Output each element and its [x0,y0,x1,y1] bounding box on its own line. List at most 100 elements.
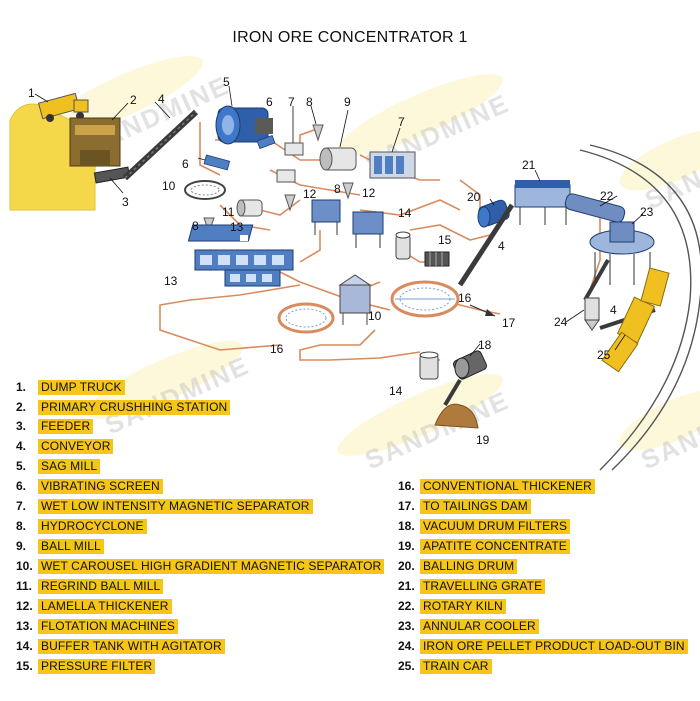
callout-label: 14 [398,206,412,220]
legend-item: 23.ANNULAR COOLER [398,618,539,634]
hydrocyclone [342,182,354,200]
conventional-thickener [277,302,335,334]
legend-number: 23. [398,619,415,633]
legend-label: WET LOW INTENSITY MAGNETIC SEPARATOR [38,498,313,514]
callout-label: 8 [334,182,341,196]
legend-item: 1. DUMP TRUCK [16,379,125,395]
carousel-separator [338,274,372,325]
callout-label: 5 [223,75,230,89]
legend-number: 19. [398,539,415,553]
callout-label: 8 [306,95,313,109]
legend-label: FLOTATION MACHINES [38,618,179,634]
flotation-machines [194,249,294,271]
regrind-ball-mill [236,199,263,217]
vibrating-screen [203,154,231,171]
hydrocyclone [284,194,296,212]
callout-labels: 1 2 3 4 5 6 6 7 7 8 8 8 9 10 10 11 12 12… [28,75,654,447]
legend-item: 22.ROTARY KILN [398,598,506,614]
legend-number: 2. [16,400,27,414]
railway-track [579,149,692,471]
callout-label: 8 [192,219,199,233]
legend-label: IRON ORE PELLET PRODUCT LOAD-OUT BIN [420,638,688,654]
legend-item: 16. CONVENTIONAL THICKENER [398,478,595,494]
legend-item: 17.TO TAILINGS DAM [398,498,531,514]
conveyor [583,259,610,301]
legend-item: 13.FLOTATION MACHINES [16,618,179,634]
legend-label: BALLING DRUM [420,558,518,574]
callout-label: 16 [270,342,284,356]
legend-label: DUMP TRUCK [38,379,125,395]
vacuum-drum-filter [443,350,488,407]
legend-label: BALL MILL [38,538,104,554]
legend-number: 12. [16,599,33,613]
ball-mill [319,147,357,171]
legend-number: 18. [398,519,415,533]
callout-label: 9 [344,95,351,109]
legend-label: BUFFER TANK WITH AGITATOR [38,638,225,654]
railway-track [589,144,700,471]
legend-item: 18. VACUUM DRUM FILTERS [398,518,571,534]
lamella-thickener [352,211,384,248]
callout-label: 25 [597,348,611,362]
legend-item: 10. WET CAROUSEL HIGH GRADIENT MAGNETIC S… [16,558,385,574]
legend-label: APATITE CONCENTRATE [420,538,570,554]
legend-number: 16. [398,479,415,493]
callout-label: 19 [476,433,490,447]
legend-item: 25. TRAIN CAR [398,658,492,674]
load-out-bin [584,297,600,331]
callout-label: 23 [640,205,654,219]
legend-item: 6.VIBRATING SCREEN [16,478,163,494]
legend-item: 20.BALLING DRUM [398,558,518,574]
legend-number: 25. [398,659,415,673]
flotation-machines [224,269,281,287]
legend-item: 21.TRAVELLING GRATE [398,578,546,594]
lamella-thickener [311,199,341,235]
legend-item: 24. IRON ORE PELLET PRODUCT LOAD-OUT BIN [398,638,688,654]
callout-label: 7 [288,95,295,109]
legend-item: 4.CONVEYOR [16,438,114,454]
legend-item: 5.SAG MILL [16,458,101,474]
legend-number: 14. [16,639,33,653]
legend-item: 9.BALL MILL [16,538,104,554]
primary-crushing-station [69,117,121,167]
callout-label: 22 [600,189,614,203]
legend-label: FEEDER [38,418,94,434]
legend-label: WET CAROUSEL HIGH GRADIENT MAGNETIC SEPA… [38,558,385,574]
legend-number: 1. [16,380,27,394]
buffer-tank [395,231,411,260]
legend-item: 11.REGRIND BALL MILL [16,578,164,594]
legend-number: 15. [16,659,33,673]
carousel-separator [184,180,226,200]
legend-number: 17. [398,499,415,513]
sag-mill [215,105,273,145]
diagram-title: IRON ORE CONCENTRATOR 1 [232,29,468,46]
pressure-filter [424,251,450,267]
legend-label: VACUUM DRUM FILTERS [420,518,571,534]
callout-label: 6 [266,95,273,109]
callout-label: 7 [398,115,405,129]
legend-label: TRAIN CAR [420,658,492,674]
conventional-thickener [390,280,460,318]
callout-label: 12 [362,186,376,200]
legend-label: REGRIND BALL MILL [38,578,164,594]
legend-item: 15.PRESSURE FILTER [16,658,156,674]
legend-number: 21. [398,579,415,593]
callout-label: 10 [162,179,176,193]
apatite-concentrate-pile [434,403,479,429]
callout-leaders [34,85,644,357]
callout-label: 4 [498,239,505,253]
dump-truck-cab [73,99,89,113]
legend-number: 3. [16,419,27,433]
legend-item: 3. FEEDER [16,418,94,434]
legend-label: ROTARY KILN [420,598,506,614]
travelling-grate [514,180,571,225]
callout-label: 24 [554,315,568,329]
legend-label: CONVENTIONAL THICKENER [420,478,595,494]
legend-number: 10. [16,559,33,573]
callout-label: 21 [522,158,536,172]
legend-item: 19. APATITE CONCENTRATE [398,538,570,554]
hydrocyclone [312,124,324,142]
callout-label: 14 [389,384,403,398]
legend-number: 24. [398,639,415,653]
vibrating-screen [256,134,276,150]
